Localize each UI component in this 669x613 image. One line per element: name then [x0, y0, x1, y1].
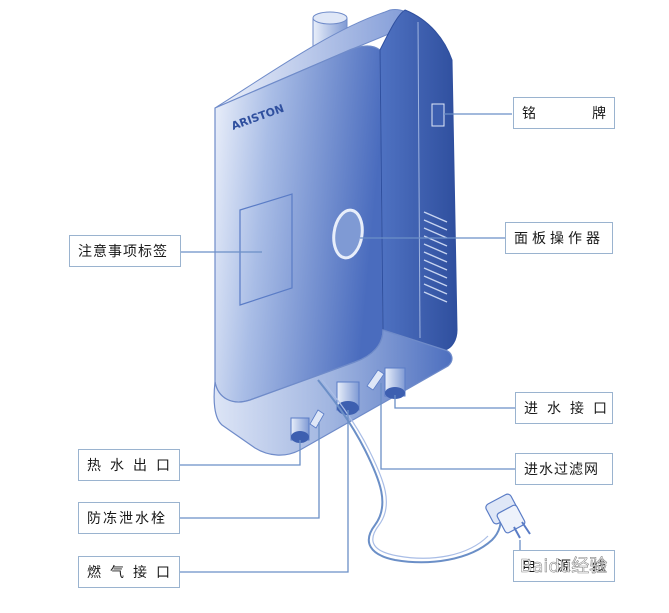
- label-gas-inlet-text: 燃气接口: [87, 565, 179, 581]
- vent-grille: [423, 211, 448, 303]
- label-hot-water-outlet: 热水出口: [78, 449, 180, 481]
- heater-body: ARISTON: [213, 9, 458, 456]
- label-water-inlet-text: 进水接口: [524, 401, 616, 417]
- label-power-cord-char-2: 源: [557, 559, 571, 575]
- label-power-cord-char-1: 电: [522, 559, 536, 575]
- label-gas-inlet: 燃气接口: [78, 556, 180, 588]
- leader-inlet-filter: [380, 383, 515, 470]
- label-water-inlet: 进水接口: [515, 392, 613, 424]
- leader-hot-water-outlet: [180, 440, 301, 466]
- label-power-cord: 电 源 线: [513, 550, 615, 582]
- label-control-panel-text: 面板操作器: [514, 231, 604, 247]
- watermark: Baidu经验: [520, 556, 608, 578]
- label-hot-water-outlet-text: 热水出口: [87, 458, 179, 474]
- leader-gas-inlet: [180, 410, 349, 573]
- label-inlet-filter: 进水过滤网: [515, 453, 613, 485]
- label-warning-label: 注意事项标签: [69, 235, 181, 267]
- leader-water-inlet: [394, 395, 515, 409]
- label-nameplate-char-2: 牌: [592, 106, 606, 122]
- power-plug: [485, 493, 531, 539]
- power-cord: [317, 379, 502, 564]
- label-control-panel: 面板操作器: [505, 222, 613, 254]
- leader-antifreeze-plug: [180, 422, 320, 519]
- nameplate-plate: [431, 103, 445, 127]
- label-antifreeze-plug: 防冻泄水栓: [78, 502, 180, 534]
- label-nameplate-char-1: 铭: [522, 106, 536, 122]
- label-antifreeze-plug-text: 防冻泄水栓: [87, 511, 167, 527]
- warning-label-panel: [239, 193, 293, 306]
- label-nameplate: 铭 牌: [513, 97, 615, 129]
- label-warning-label-text: 注意事项标签: [78, 244, 168, 260]
- label-inlet-filter-text: 进水过滤网: [524, 462, 599, 478]
- leader-lines: [180, 113, 521, 573]
- control-knob: [332, 208, 364, 260]
- label-power-cord-char-3: 线: [592, 559, 606, 575]
